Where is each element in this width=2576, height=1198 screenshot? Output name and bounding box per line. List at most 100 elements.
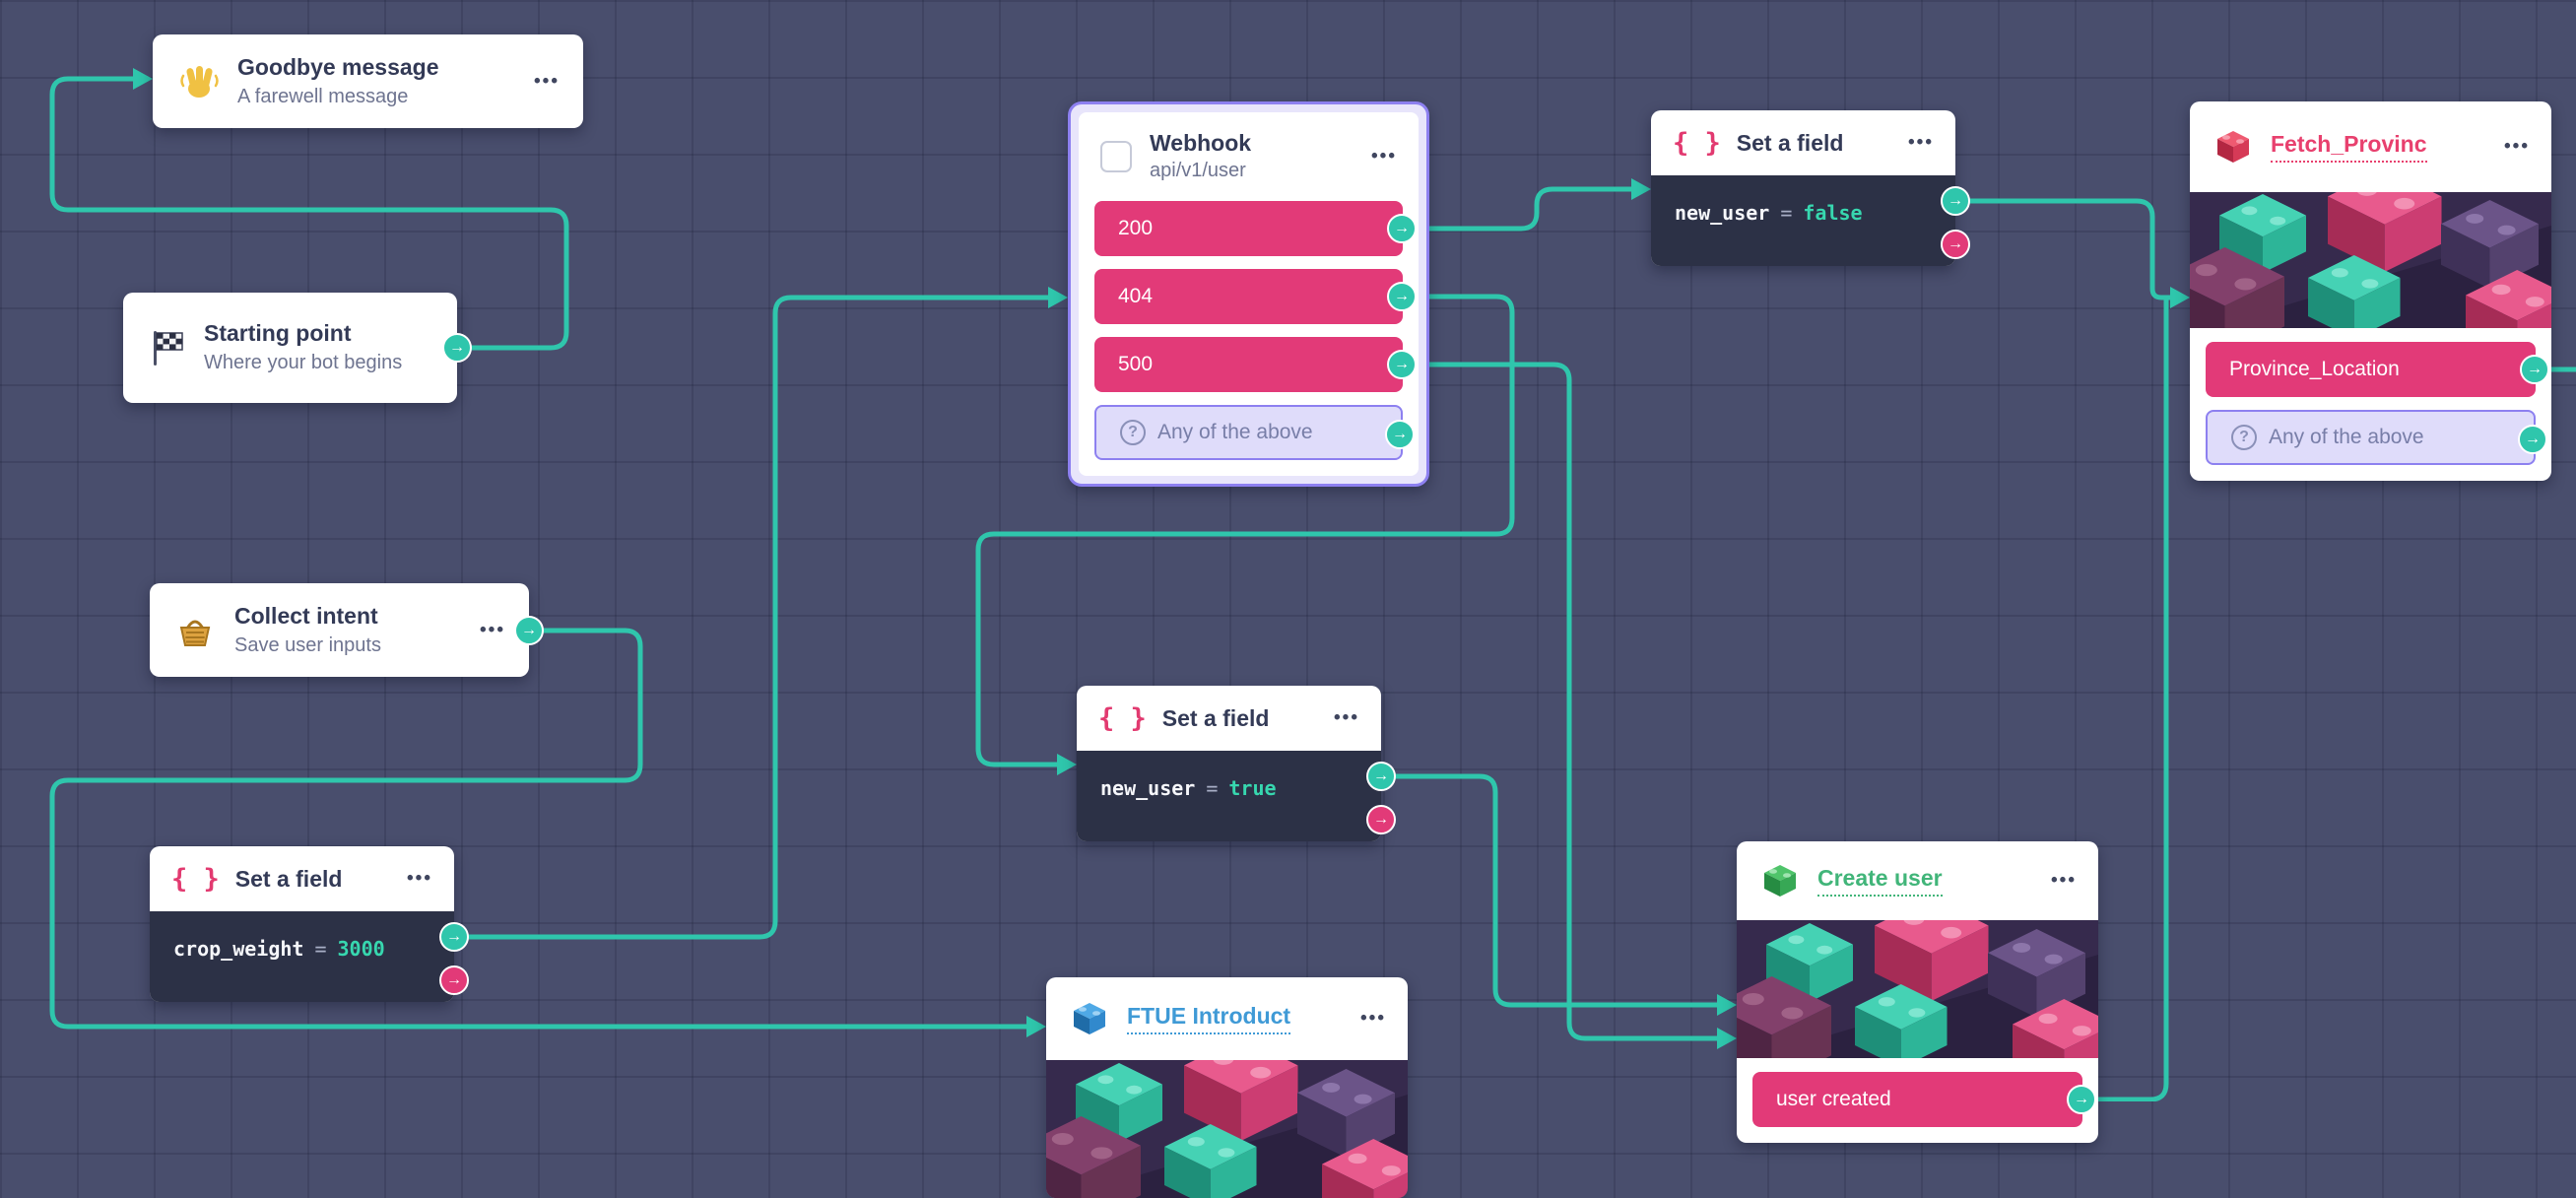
row-output-port[interactable]: → [2520, 355, 2549, 384]
output-port-failure[interactable]: → [1366, 805, 1396, 834]
node-set-field-crop-weight[interactable]: { } Set a field ••• crop_weight = 3000 →… [150, 846, 469, 1002]
row-output-port[interactable]: → [2518, 425, 2547, 454]
more-options-icon[interactable]: ••• [1371, 146, 1397, 166]
row-output-port[interactable]: → [1387, 350, 1417, 379]
more-options-icon[interactable]: ••• [1334, 707, 1359, 728]
field-assignment: new_user = true [1077, 751, 1381, 841]
row-output-port[interactable]: → [1385, 420, 1415, 449]
field-assignment: crop_weight = 3000 [150, 911, 454, 1002]
connector-crop-weight-to-webhook [454, 295, 1048, 940]
output-label: 500 [1118, 353, 1154, 375]
row-output-port[interactable]: → [2067, 1085, 2096, 1114]
node-goodbye-message[interactable]: Goodbye message A farewell message ••• [153, 34, 583, 128]
more-options-icon[interactable]: ••• [480, 619, 505, 640]
webhook-output-200[interactable]: 200 → [1094, 201, 1417, 256]
node-title: Goodbye message [237, 53, 439, 80]
connector-arrowhead [1717, 1028, 1737, 1049]
node-fetch-province[interactable]: Fetch_Provinc ••• [2190, 101, 2551, 481]
node-starting-point[interactable]: Starting point Where your bot begins → [123, 293, 472, 403]
node-title: Collect intent [234, 602, 378, 629]
fetch-fallback-row[interactable]: ? Any of the above → [2206, 410, 2547, 465]
connector-user-created-to-fetch-province [2081, 295, 2170, 1101]
connector-starting-point-to-goodbye [49, 76, 569, 351]
node-subtitle: Save user inputs [234, 633, 381, 656]
blue-brick-icon [1074, 1003, 1105, 1034]
more-options-icon[interactable]: ••• [1360, 1008, 1386, 1029]
webhook-checkbox[interactable] [1100, 141, 1132, 172]
variable-value: 3000 [337, 937, 385, 961]
connector-set-field-false-to-fetch-province [1955, 198, 2170, 300]
fetch-output-province[interactable]: Province_Location → [2206, 342, 2549, 397]
more-options-icon[interactable]: ••• [1908, 132, 1934, 153]
connector-webhook-404-to-set-field-true [975, 294, 1515, 767]
variable-name: crop_weight [173, 937, 304, 961]
waving-hand-icon [180, 65, 219, 98]
output-port-success[interactable]: → [442, 333, 472, 363]
node-title: Webhook [1150, 130, 1252, 156]
braces-icon: { } [1098, 702, 1147, 734]
row-output-port[interactable]: → [1387, 214, 1417, 243]
webhook-output-404[interactable]: 404 → [1094, 269, 1417, 324]
output-label: Province_Location [2229, 358, 2400, 380]
more-options-icon[interactable]: ••• [407, 868, 432, 889]
node-title-editable[interactable]: Fetch_Provinc [2271, 131, 2427, 163]
red-brick-icon [2217, 131, 2249, 163]
connector-webhook-200-to-set-field-false [1402, 186, 1631, 232]
variable-name: new_user [1675, 201, 1770, 225]
output-label: user created [1776, 1088, 1891, 1110]
connector-arrowhead [133, 68, 153, 90]
connector-collect-intent-to-ftue [49, 628, 1026, 1030]
output-port-success[interactable]: → [1941, 186, 1970, 216]
node-set-field-new-user-false[interactable]: { } Set a field ••• new_user = false → → [1651, 110, 1970, 266]
node-title: Set a field [1736, 129, 1844, 156]
webhook-output-500[interactable]: 500 → [1094, 337, 1417, 392]
variable-value: false [1803, 201, 1863, 225]
output-port-failure[interactable]: → [1941, 230, 1970, 259]
field-assignment: new_user = false [1651, 175, 1955, 266]
output-port-success[interactable]: → [439, 922, 469, 952]
connector-arrowhead [1026, 1016, 1046, 1037]
connector-set-field-true-to-create-user [1381, 773, 1717, 1008]
createuser-output-row[interactable]: user created → [1752, 1072, 2096, 1127]
node-title: Set a field [1161, 704, 1270, 731]
variable-name: new_user [1100, 776, 1196, 800]
brick-illustration [2190, 192, 2551, 328]
braces-icon: { } [171, 863, 220, 895]
node-title-editable[interactable]: FTUE Introduct [1127, 1003, 1291, 1034]
node-subtitle: A farewell message [237, 85, 409, 107]
node-ftue-introduction[interactable]: FTUE Introduct ••• [1046, 977, 1408, 1198]
help-icon: ? [2231, 425, 2257, 450]
connector-arrowhead [1717, 994, 1737, 1016]
node-title: Starting point [204, 320, 352, 346]
node-set-field-new-user-true[interactable]: { } Set a field ••• new_user = true → → [1077, 686, 1396, 841]
node-webhook-selected[interactable]: Webhook api/v1/user ••• 200 → 404 → 500 … [1068, 101, 1429, 487]
output-label: 200 [1118, 217, 1154, 239]
checkered-flag-icon [154, 331, 183, 366]
node-subtitle: api/v1/user [1150, 160, 1246, 181]
operator: = [1206, 776, 1219, 800]
connector-arrowhead [1048, 287, 1068, 308]
operator: = [314, 937, 327, 961]
row-output-port[interactable]: → [1387, 282, 1417, 311]
more-options-icon[interactable]: ••• [2051, 870, 2077, 891]
connector-layer [49, 68, 2576, 1101]
more-options-icon[interactable]: ••• [2504, 136, 2530, 157]
node-collect-intent[interactable]: Collect intent Save user inputs ••• → [150, 583, 544, 677]
node-subtitle: Where your bot begins [204, 352, 403, 373]
braces-icon: { } [1673, 127, 1721, 159]
more-options-icon[interactable]: ••• [534, 70, 560, 92]
green-brick-icon [1764, 865, 1796, 897]
webhook-fallback-row[interactable]: ? Any of the above → [1094, 405, 1415, 460]
node-create-user[interactable]: Create user ••• [1737, 841, 2098, 1143]
output-port-failure[interactable]: → [439, 965, 469, 995]
fallback-label: Any of the above [1157, 421, 1313, 443]
connector-webhook-500-to-create-user [1402, 362, 1717, 1041]
node-title-editable[interactable]: Create user [1817, 865, 1943, 897]
output-port-success[interactable]: → [514, 615, 544, 645]
output-port-success[interactable]: → [1366, 762, 1396, 791]
basket-icon [179, 620, 211, 646]
operator: = [1780, 201, 1793, 225]
output-label: 404 [1118, 285, 1154, 307]
brick-illustration [1737, 920, 2098, 1058]
